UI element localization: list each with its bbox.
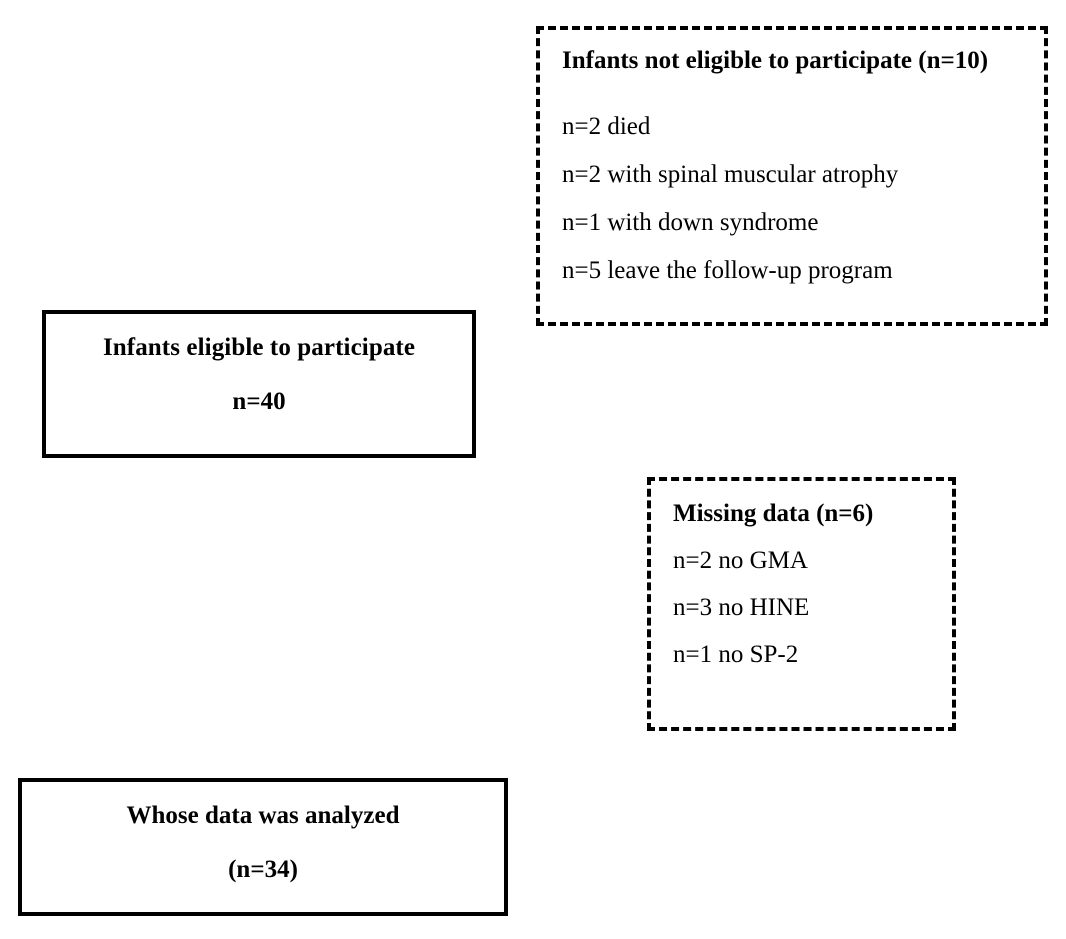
node-infants-not-eligible-reason: n=1 with down syndrome	[562, 209, 819, 236]
node-whose-data-analyzed: Whose data was analyzed (n=34)	[18, 778, 508, 916]
node-infants-eligible-count: n=40	[232, 388, 286, 415]
node-missing-data-reason: n=3 no HINE	[673, 594, 810, 621]
node-missing-data-reason: n=1 no SP-2	[673, 641, 799, 668]
node-whose-data-analyzed-title: Whose data was analyzed	[126, 802, 400, 829]
node-whose-data-analyzed-count: (n=34)	[228, 856, 298, 883]
node-missing-data-reason: n=2 no GMA	[673, 547, 808, 574]
node-infants-not-eligible: Infants not eligible to participate (n=1…	[536, 26, 1048, 326]
node-infants-eligible-title: Infants eligible to participate	[102, 334, 416, 361]
node-infants-eligible: Infants eligible to participate n=40	[42, 310, 476, 458]
node-missing-data-heading: Missing data (n=6)	[673, 500, 874, 527]
node-infants-not-eligible-reason: n=5 leave the follow-up program	[562, 257, 893, 284]
node-infants-not-eligible-reason: n=2 with spinal muscular atrophy	[562, 161, 899, 188]
node-missing-data: Missing data (n=6) n=2 no GMA n=3 no HIN…	[647, 477, 956, 731]
node-infants-not-eligible-reason: n=2 died	[562, 113, 651, 140]
node-infants-not-eligible-heading: Infants not eligible to participate (n=1…	[562, 47, 989, 74]
